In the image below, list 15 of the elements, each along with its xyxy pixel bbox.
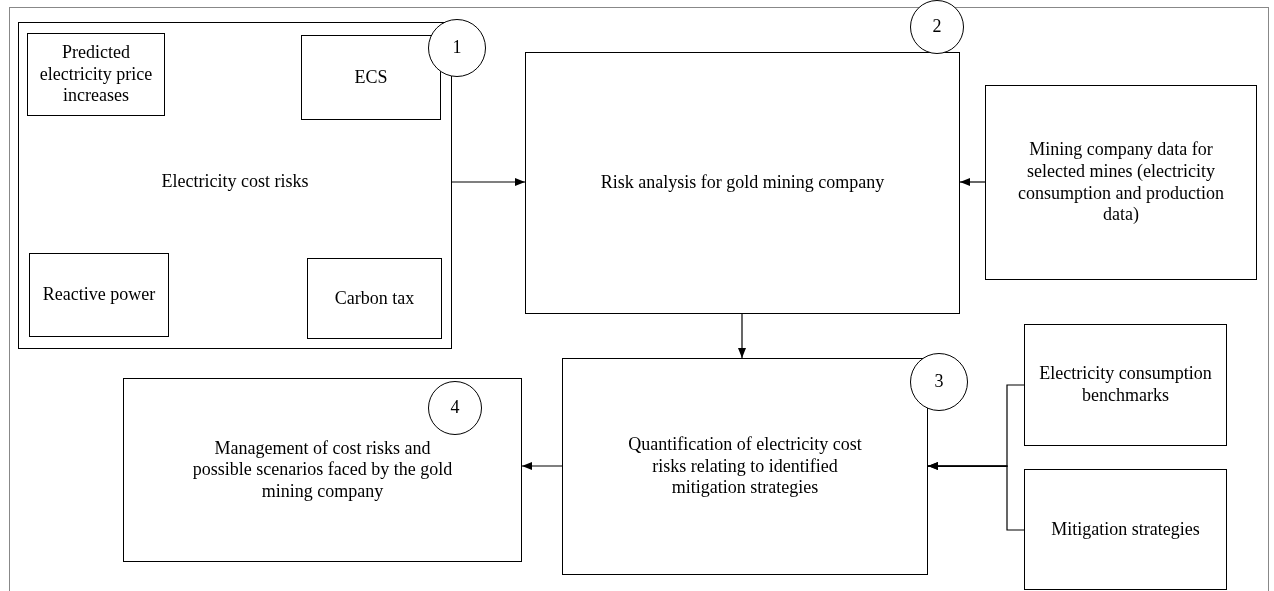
process-box: ECS: [301, 35, 441, 120]
arrow: [959, 178, 986, 186]
process-box: Predicted electricity price increases: [27, 33, 165, 116]
arrow: [738, 313, 746, 359]
group-box: [18, 22, 452, 349]
process-box: Risk analysis for gold mining company: [525, 52, 960, 314]
process-box: Quantification of electricity cost risks relating to identified mitigation strategies: [562, 358, 928, 575]
group-label: Electricity cost risks: [160, 171, 310, 193]
process-box: Mining company data for selected mines (electricity consumption and production data): [985, 85, 1257, 280]
process-box: Reactive power: [29, 253, 169, 337]
process-box: Carbon tax: [307, 258, 442, 339]
arrow: [451, 178, 526, 186]
process-box: Mitigation strategies: [1024, 469, 1227, 590]
process-box: Electricity consumption benchmarks: [1024, 324, 1227, 446]
process-box: Management of cost risks and possible scenarios faced by the gold mining company 4: [123, 378, 522, 562]
